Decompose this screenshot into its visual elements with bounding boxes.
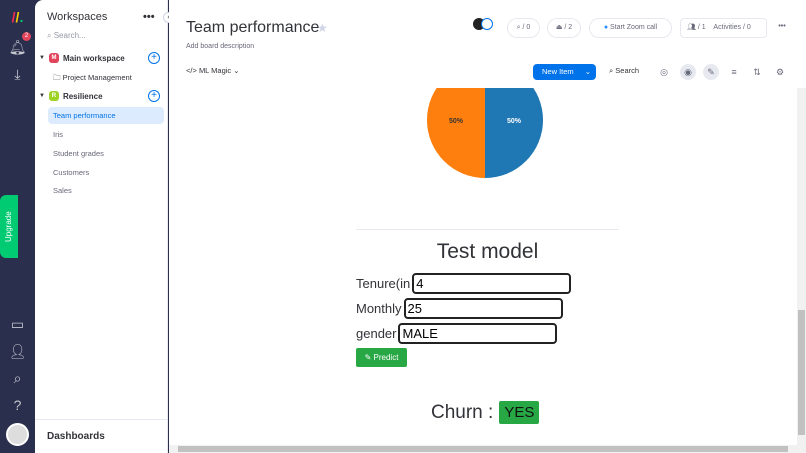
- sidebar-item-team-performance[interactable]: Team performance: [48, 107, 164, 124]
- search-icon[interactable]: ⌕: [13, 370, 22, 386]
- left-rail: //. 🔔︎ 2 ⤓ Upgrade ▭ 👤︎ ⌕ ?: [0, 0, 35, 453]
- sidebar-item-sales[interactable]: Sales: [53, 186, 72, 195]
- notification-badge: 2: [22, 32, 31, 41]
- view-selector[interactable]: </> ML Magic ⌄: [186, 66, 240, 75]
- pie-label: 50%: [449, 118, 464, 125]
- star-icon[interactable]: ★: [317, 21, 328, 35]
- avatar[interactable]: [6, 423, 29, 446]
- horizontal-scrollbar[interactable]: [169, 445, 806, 453]
- person-filter-icon[interactable]: ◎: [660, 67, 668, 77]
- zoom-icon: ●: [603, 24, 609, 31]
- sidebar-item-customers[interactable]: Customers: [53, 168, 90, 177]
- help-icon[interactable]: ?: [13, 397, 22, 413]
- sidebar-search-input[interactable]: ⌕ Search...: [47, 31, 86, 40]
- pie-chart: 50% 50%: [427, 88, 543, 178]
- sidebar-item-project-management[interactable]: 🗀︎ Project Management: [53, 73, 132, 82]
- sidebar-title: Workspaces: [47, 11, 108, 23]
- workspace-icon: M: [48, 53, 59, 63]
- invite-user-icon[interactable]: 👤︎: [8, 343, 27, 359]
- bell-icon[interactable]: 🔔︎: [8, 39, 27, 55]
- magic-wand-icon: ✎: [364, 353, 372, 362]
- add-button[interactable]: +: [148, 52, 160, 64]
- tenure-input[interactable]: 4: [412, 273, 572, 294]
- folder-icon: 🗀︎: [53, 73, 61, 82]
- integrations-icon: ⏏: [555, 24, 563, 31]
- settings-icon[interactable]: ⚙︎: [775, 67, 785, 77]
- calendar-icon[interactable]: ▭: [10, 316, 25, 332]
- board-avatars[interactable]: [471, 18, 495, 38]
- code-icon: </>: [186, 66, 197, 75]
- sort-icon[interactable]: ⇅: [753, 67, 761, 77]
- chevron-down-icon: ⌄: [233, 66, 240, 75]
- pie-slice: [427, 88, 485, 178]
- updates-button[interactable]: ⌕ / 0: [507, 18, 540, 38]
- scroll-thumb[interactable]: [178, 446, 788, 452]
- dashboards-link[interactable]: Dashboards: [35, 419, 168, 453]
- board: Team performance ★ Add board description…: [169, 0, 806, 453]
- predict-button[interactable]: ✎ Predict: [356, 348, 407, 367]
- page-title[interactable]: Team performance: [186, 19, 320, 36]
- gender-input[interactable]: MALE: [398, 323, 558, 344]
- search-icon: ⌕: [609, 66, 614, 75]
- updates-icon: ⌕: [516, 24, 521, 31]
- search-button[interactable]: ⌕ Search: [609, 66, 640, 75]
- caret-down-icon: ▼: [39, 93, 45, 99]
- zoom-call-button[interactable]: ● Start Zoom call: [589, 18, 672, 38]
- hide-icon[interactable]: ◉: [680, 64, 696, 80]
- more-icon[interactable]: •••: [143, 11, 155, 23]
- monthly-input[interactable]: 25: [403, 298, 563, 319]
- add-button[interactable]: +: [148, 90, 160, 102]
- new-item-button[interactable]: New Item⌄: [533, 64, 596, 80]
- members-icon: 👥︎: [687, 24, 696, 31]
- vertical-scrollbar[interactable]: [797, 88, 806, 445]
- upgrade-button[interactable]: Upgrade: [0, 195, 18, 258]
- monday-logo-icon[interactable]: //.: [11, 9, 24, 25]
- prediction-result: Churn :YES: [431, 401, 540, 424]
- result-badge: YES: [499, 401, 540, 424]
- form-title: Test model: [436, 240, 539, 263]
- sidebar-item-iris[interactable]: Iris: [53, 130, 63, 139]
- divider: [356, 229, 619, 230]
- filter-icon[interactable]: ≡: [731, 67, 737, 77]
- activities-button[interactable]: Activities / 0: [713, 24, 751, 31]
- pin-icon[interactable]: ✎: [703, 64, 719, 80]
- pie-label: 50%: [507, 118, 522, 125]
- inbox-icon[interactable]: ⤓: [14, 66, 21, 82]
- integrations-button[interactable]: ⏏ / 2: [547, 18, 581, 38]
- board-description[interactable]: Add board description: [186, 43, 255, 50]
- more-icon[interactable]: •••: [778, 23, 786, 30]
- pie-slice: [485, 88, 543, 178]
- chevron-down-icon[interactable]: ⌄: [584, 67, 591, 76]
- caret-down-icon: ▼: [39, 55, 45, 61]
- members-activities[interactable]: 👥︎ / 1 Activities / 0: [680, 18, 767, 38]
- sidebar-item-student-grades[interactable]: Student grades: [53, 149, 104, 158]
- scroll-thumb[interactable]: [798, 310, 805, 435]
- workspace-icon: R: [48, 91, 59, 101]
